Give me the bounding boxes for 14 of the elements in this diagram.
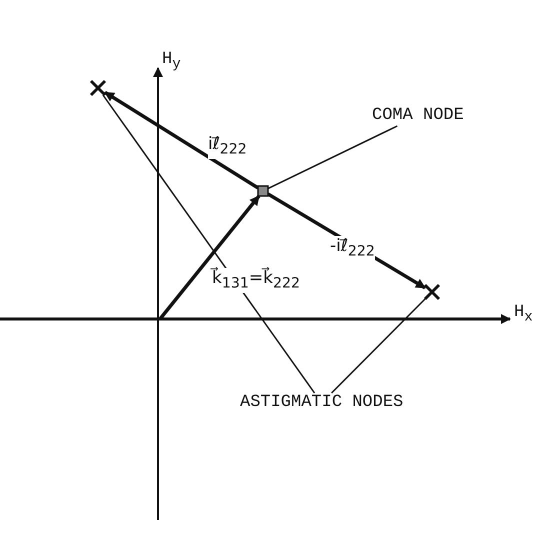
leader-line	[331, 298, 426, 394]
node-label: ASTIGMATIC NODES	[240, 393, 404, 413]
vector-arrow	[158, 194, 260, 320]
leader-line	[102, 94, 316, 394]
cross-mark	[424, 284, 440, 300]
cross-mark	[90, 80, 106, 96]
edge-label: -iℓ⃗$_{222}$	[330, 236, 375, 262]
edge-label: k⃗$_{131}$=k⃗$_{222}$	[212, 268, 300, 294]
leader-line	[268, 125, 398, 190]
axis-label: H$_{x}$	[514, 303, 533, 328]
node-label: COMA NODE	[372, 106, 464, 126]
vector-arrow	[104, 90, 259, 190]
axis-label: H$_{y}$	[162, 50, 181, 74]
edge-label: iℓ⃗$_{222}$	[208, 134, 247, 160]
